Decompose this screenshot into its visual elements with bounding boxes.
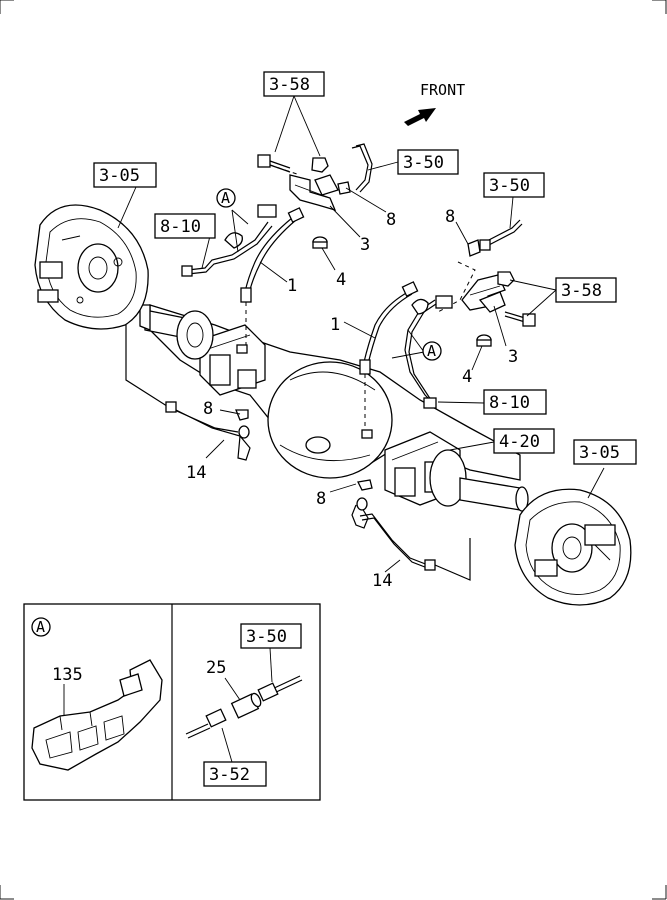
callout-a-top[interactable]: A bbox=[216, 188, 236, 208]
ref-box-8-10-left[interactable]: 8-10 bbox=[154, 213, 216, 239]
svg-text:3-58: 3-58 bbox=[561, 281, 602, 301]
svg-text:8-10: 8-10 bbox=[489, 393, 530, 413]
ref-box-3-58-right[interactable]: 3-58 bbox=[555, 277, 617, 303]
callout-8-top: 8 bbox=[386, 210, 396, 230]
ref-box-3-50-top[interactable]: 3-50 bbox=[397, 149, 459, 175]
detail-a-clip: A 135 bbox=[31, 617, 163, 771]
callout-8-right: 8 bbox=[445, 207, 455, 227]
callout-a-mid[interactable]: A bbox=[422, 341, 442, 361]
svg-text:8-10: 8-10 bbox=[160, 217, 201, 237]
ref-box-3-50-detail[interactable]: 3-50 bbox=[240, 623, 302, 649]
detail-union: 3-50 25 3-52 bbox=[185, 623, 303, 787]
left-brake-pipe bbox=[125, 325, 251, 461]
ref-box-3-58-top[interactable]: 3-58 bbox=[263, 71, 325, 97]
svg-text:3-05: 3-05 bbox=[99, 166, 140, 186]
svg-text:3-50: 3-50 bbox=[403, 153, 444, 173]
ref-box-8-10-right[interactable]: 8-10 bbox=[483, 389, 547, 415]
callout-25: 25 bbox=[206, 658, 226, 678]
right-brake-pipe bbox=[351, 479, 471, 581]
svg-text:A: A bbox=[427, 342, 436, 360]
front-label: FRONT bbox=[420, 81, 465, 99]
svg-text:3-50: 3-50 bbox=[489, 176, 530, 196]
svg-text:3-58: 3-58 bbox=[269, 75, 310, 95]
callout-3-top: 3 bbox=[360, 235, 370, 255]
svg-text:A: A bbox=[36, 618, 45, 636]
svg-text:3-52: 3-52 bbox=[209, 765, 250, 785]
svg-text:4-20: 4-20 bbox=[499, 432, 540, 452]
ref-box-4-20[interactable]: 4-20 bbox=[493, 428, 555, 454]
right-backing-plate bbox=[514, 488, 632, 606]
svg-text:3-50: 3-50 bbox=[246, 627, 287, 647]
callout-135: 135 bbox=[52, 665, 83, 685]
ref-box-3-05-right[interactable]: 3-05 bbox=[573, 439, 637, 465]
callout-1-top: 1 bbox=[287, 276, 297, 296]
top-bracket-assembly bbox=[257, 143, 373, 249]
ref-box-3-52-detail[interactable]: 3-52 bbox=[203, 761, 267, 787]
callout-8-left: 8 bbox=[203, 399, 213, 419]
callout-14-left: 14 bbox=[186, 463, 206, 483]
ref-box-3-50-right[interactable]: 3-50 bbox=[483, 172, 545, 198]
svg-text:A: A bbox=[221, 189, 230, 207]
callout-14-bottom: 14 bbox=[372, 571, 392, 591]
left-backing-plate bbox=[34, 204, 149, 330]
svg-text:3-05: 3-05 bbox=[579, 443, 620, 463]
right-brake-hose bbox=[359, 281, 419, 430]
callout-8-bottom: 8 bbox=[316, 489, 326, 509]
callout-4-right: 4 bbox=[462, 367, 472, 387]
ref-box-3-05-left[interactable]: 3-05 bbox=[93, 162, 157, 188]
left-brake-hose bbox=[240, 207, 305, 345]
axle-housing bbox=[139, 304, 529, 512]
callout-1-mid: 1 bbox=[330, 315, 340, 335]
right-wire-harness bbox=[404, 295, 453, 409]
callout-3-right: 3 bbox=[508, 347, 518, 367]
right-bracket-assembly bbox=[437, 219, 536, 347]
detail-a-label: A bbox=[31, 617, 51, 637]
callout-4-top: 4 bbox=[336, 270, 346, 290]
front-arrow-icon bbox=[404, 108, 436, 126]
